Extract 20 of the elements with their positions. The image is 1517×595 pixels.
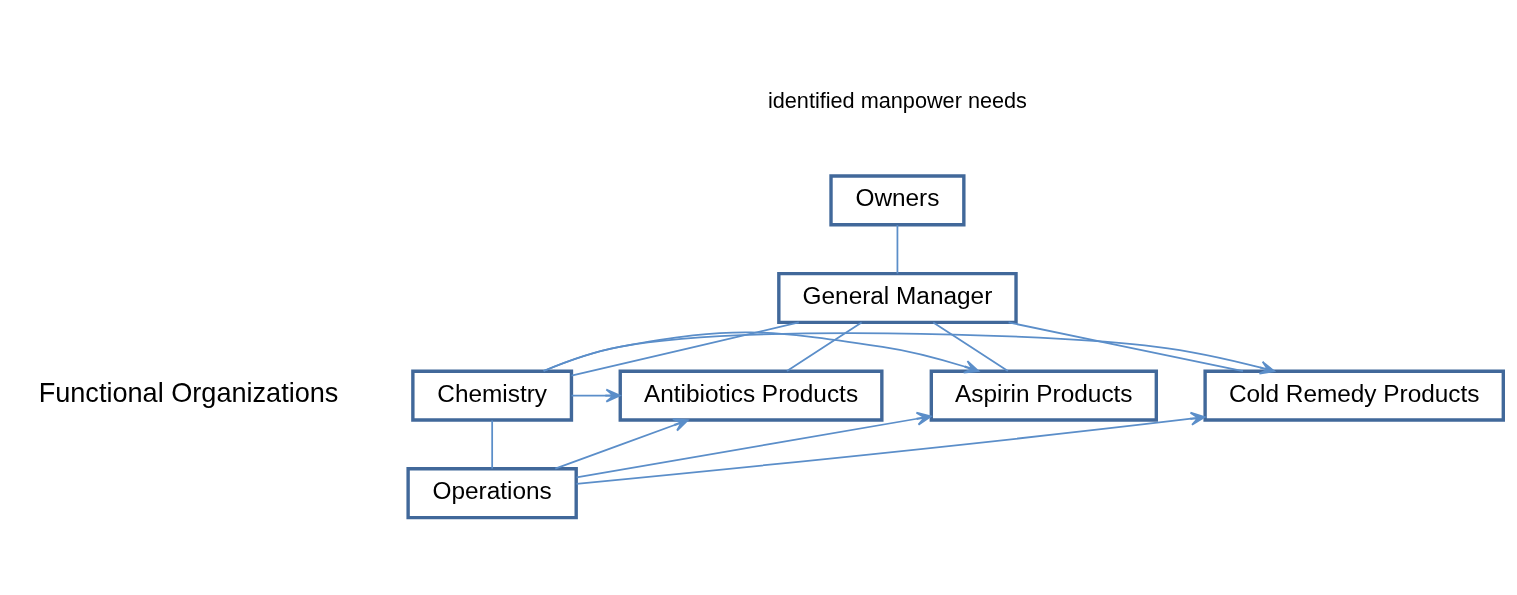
arrow	[554, 417, 689, 470]
arrow	[575, 411, 932, 478]
node-box: Chemistry	[411, 369, 574, 422]
connector	[896, 223, 899, 274]
arrow	[542, 331, 1276, 374]
node-box: Owners	[829, 173, 966, 226]
node-box: Antibiotics Products	[618, 369, 884, 422]
arrow	[575, 411, 1206, 485]
label: identified manpower needs	[767, 87, 1027, 113]
label: Functional Organizations	[38, 376, 339, 408]
connector	[491, 419, 494, 470]
node-box: General Manager	[777, 271, 1018, 324]
node-box: Cold Remedy Products	[1203, 369, 1505, 422]
connector	[932, 321, 1009, 372]
node-box: Aspirin Products	[929, 369, 1158, 422]
connector	[570, 321, 800, 377]
arrow	[570, 388, 621, 403]
connector	[786, 321, 863, 372]
node-box: Operations	[406, 466, 578, 519]
connector	[1007, 321, 1244, 372]
